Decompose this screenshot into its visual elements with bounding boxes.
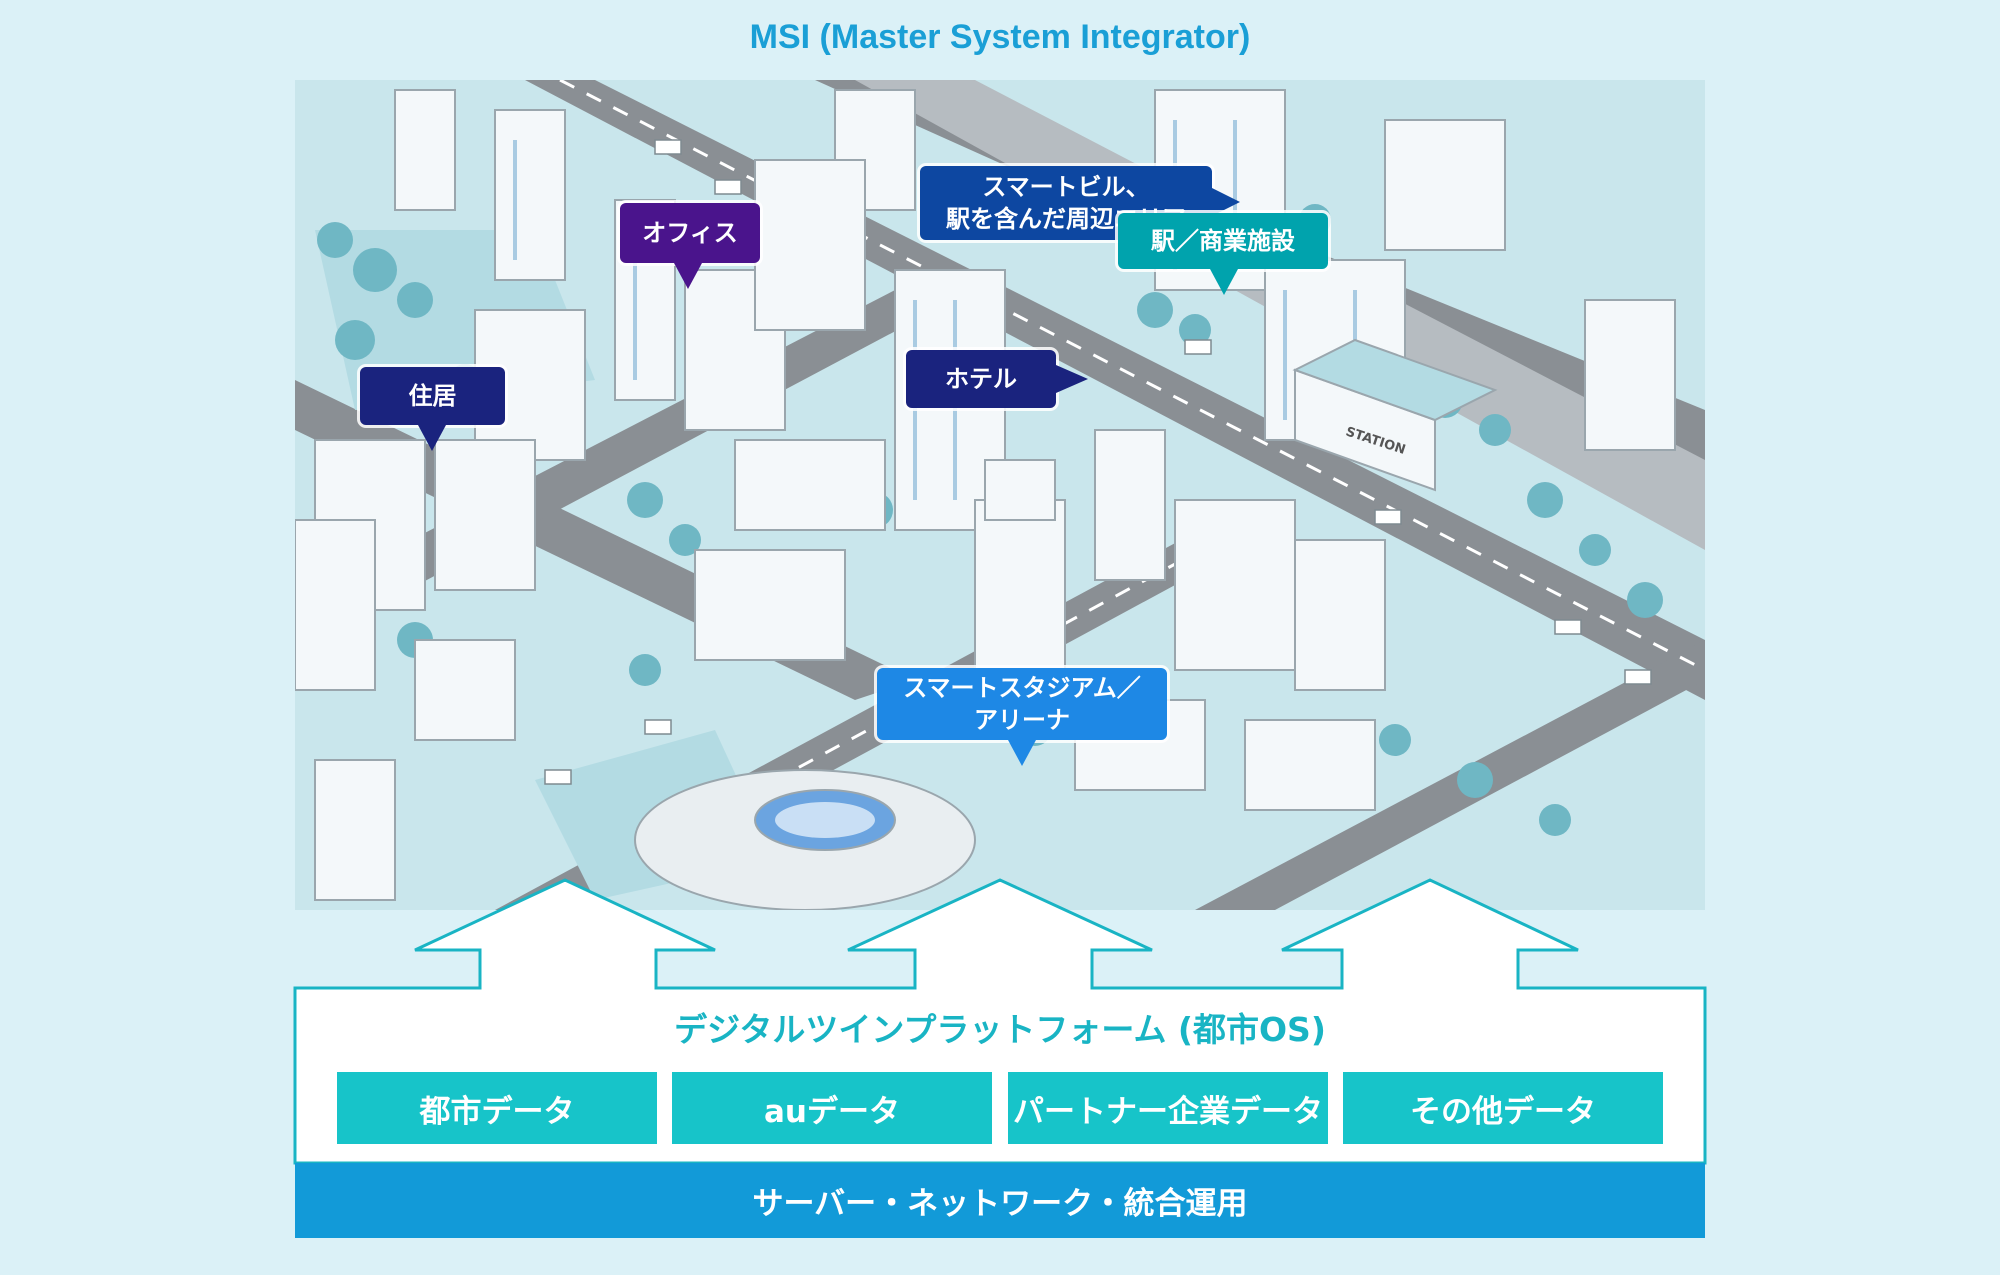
callout-smart-building-label: スマートビル、 駅を含んだ周辺エリア (946, 173, 1186, 233)
data-box-partner: パートナー企業データ (1008, 1072, 1328, 1144)
callout-office-tail (674, 263, 702, 289)
callout-residence: 住居 (360, 367, 505, 451)
city-illustration: STATION オフィス スマートビル、 駅を含んだ周辺エリア 駅／商業施設 ホ… (295, 80, 1705, 910)
data-box-other: その他データ (1343, 1072, 1663, 1144)
data-box-city: 都市データ (337, 1072, 657, 1144)
diagram-title: MSI (Master System Integrator) (749, 18, 1251, 56)
callout-hotel: ホテル (906, 350, 1088, 408)
callout-smart-building: スマートビル、 駅を含んだ周辺エリア (920, 166, 1240, 240)
callout-office-label: オフィス (642, 219, 738, 247)
callout-stadium: スマートスタジアム／ アリーナ (877, 668, 1167, 766)
station-building (1292, 338, 1498, 492)
callout-hotel-label: ホテル (945, 365, 1017, 393)
callout-station-label: 駅／商業施設 (1151, 227, 1295, 255)
callout-residence-label: 住居 (408, 382, 457, 410)
data-box-au: auデータ (672, 1072, 992, 1144)
callout-hotel-tail (1056, 365, 1088, 393)
callout-smart-building-tail (1212, 188, 1240, 216)
infrastructure-bar: サーバー・ネットワーク・統合運用 (295, 1163, 1705, 1238)
callout-residence-tail (418, 425, 446, 451)
callout-office: オフィス (620, 203, 760, 289)
callout-station: 駅／商業施設 (1118, 213, 1328, 295)
platform-title: デジタルツインプラットフォーム (都市OS) (674, 1010, 1326, 1049)
stadium (634, 769, 976, 910)
callout-station-tail (1210, 269, 1238, 295)
callout-stadium-tail (1008, 740, 1036, 766)
callout-stadium-label: スマートスタジアム／ アリーナ (903, 674, 1141, 734)
